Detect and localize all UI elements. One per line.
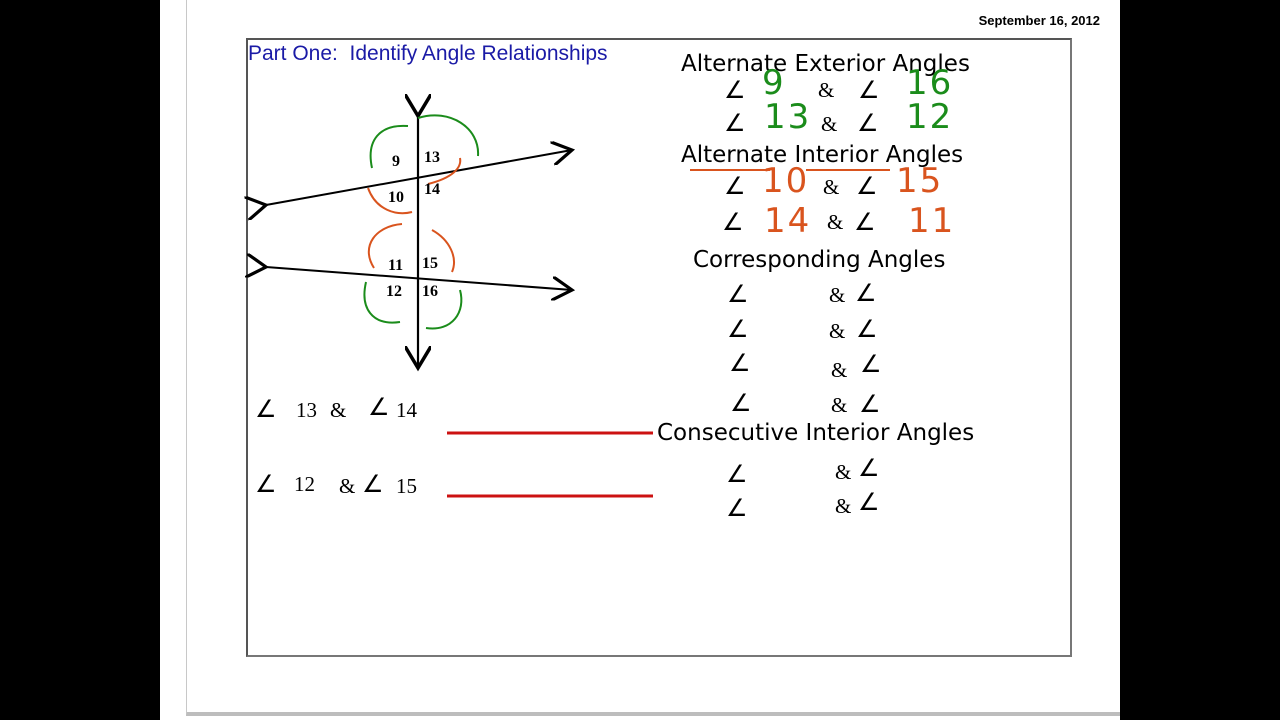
arc-11 (367, 223, 403, 269)
angle-symbol: ∠ (856, 315, 878, 343)
angle-symbol: ∠ (856, 172, 878, 200)
parallel-line-top (266, 150, 572, 205)
amp: & (823, 175, 840, 199)
question-2-amp: & (339, 474, 356, 498)
heading-alternate-interior: Alternate Interior Angles (681, 142, 964, 168)
arc-16 (425, 289, 463, 330)
angle-label-15: 15 (422, 255, 438, 272)
angle-symbol: ∠ (855, 279, 877, 307)
angle-symbol: ∠ (255, 395, 277, 423)
angle-symbol: ∠ (362, 470, 384, 498)
question-1-amp: & (330, 398, 347, 422)
arc-9 (369, 124, 409, 169)
page-title: Part One: Identify Angle Relationships (248, 42, 608, 65)
angle-symbol: ∠ (858, 454, 880, 482)
angle-label-13: 13 (424, 149, 440, 166)
angle-symbol: ∠ (722, 208, 744, 236)
date-label: September 16, 2012 (978, 13, 1100, 28)
question-1-a: 13 (296, 398, 317, 422)
angle-symbol: ∠ (858, 488, 880, 516)
answer-alt-int-2-a: 14 (764, 201, 812, 241)
answer-alt-int-1-b: 15 (896, 161, 944, 201)
angle-symbol: ∠ (724, 109, 746, 137)
heading-alternate-exterior: Alternate Exterior Angles (681, 51, 970, 77)
angle-symbol: ∠ (255, 470, 277, 498)
amp: & (831, 393, 848, 417)
answer-alt-ext-2-a: 13 (764, 97, 812, 137)
answer-alt-ext-1-a: 9 (762, 63, 786, 103)
heading-corresponding: Corresponding Angles (693, 247, 946, 273)
angle-symbol: ∠ (730, 389, 752, 417)
angle-symbol: ∠ (859, 390, 881, 418)
angle-symbol: ∠ (858, 76, 880, 104)
angle-label-11: 11 (388, 257, 403, 274)
amp: & (818, 78, 835, 102)
page-edge (186, 0, 1120, 716)
arc-10 (367, 187, 413, 215)
angle-symbol: ∠ (724, 172, 746, 200)
angle-symbol: ∠ (727, 315, 749, 343)
arc-15 (431, 229, 455, 273)
amp: & (821, 112, 838, 136)
answer-alt-ext-2-b: 12 (906, 97, 954, 137)
heading-consecutive-interior: Consecutive Interior Angles (657, 420, 975, 446)
angle-label-16: 16 (422, 283, 438, 300)
answer-alt-ext-1-b: 16 (906, 63, 954, 103)
question-2-a: 12 (294, 472, 315, 496)
angle-label-9: 9 (392, 153, 400, 170)
amp: & (827, 210, 844, 234)
amp: & (835, 460, 852, 484)
answer-alt-int-2-b: 11 (908, 201, 956, 241)
angle-symbol: ∠ (727, 280, 749, 308)
question-1-b: 14 (396, 398, 417, 422)
angle-label-14: 14 (424, 181, 440, 198)
question-2-b: 15 (396, 474, 417, 498)
amp: & (829, 283, 846, 307)
angle-symbol: ∠ (726, 460, 748, 488)
angle-symbol: ∠ (857, 109, 879, 137)
angle-symbol: ∠ (726, 494, 748, 522)
angle-label-10: 10 (388, 189, 404, 206)
amp: & (835, 494, 852, 518)
amp: & (829, 319, 846, 343)
arc-13 (417, 114, 480, 157)
arc-12 (363, 281, 401, 324)
angle-label-12: 12 (386, 283, 402, 300)
amp: & (831, 358, 848, 382)
angle-symbol: ∠ (854, 208, 876, 236)
answer-alt-int-1-a: 10 (762, 161, 810, 201)
angle-symbol: ∠ (860, 350, 882, 378)
angle-symbol: ∠ (368, 393, 390, 421)
arc-14 (427, 157, 462, 185)
angle-symbol: ∠ (724, 76, 746, 104)
angle-symbol: ∠ (729, 349, 751, 377)
parallel-line-bottom (266, 267, 572, 290)
